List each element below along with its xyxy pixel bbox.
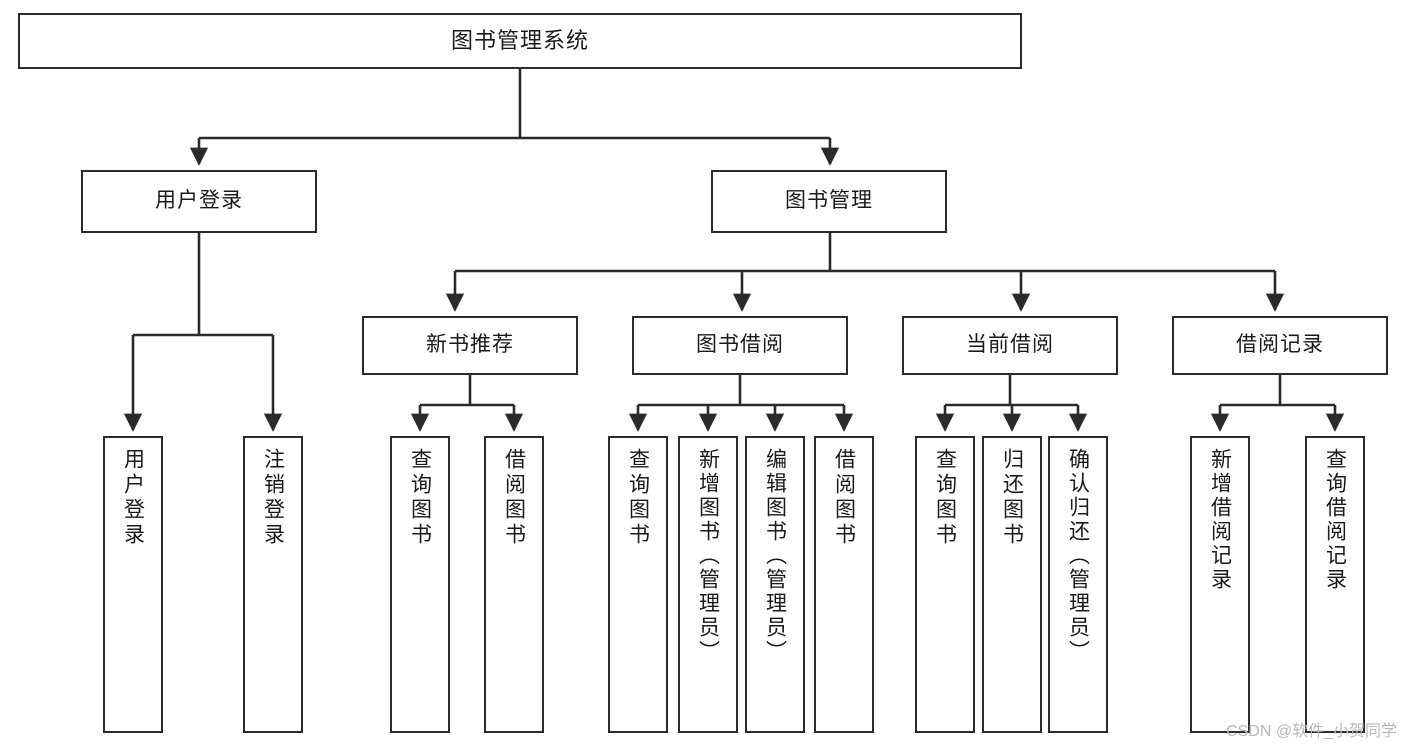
leaf-confirm-return-admin-label: 确认归还（管理员） — [1066, 448, 1090, 664]
leaf-query-books-current[interactable]: 查询图书 — [915, 436, 975, 733]
leaf-logout[interactable]: 注销登录 — [243, 436, 303, 733]
leaf-query-books-current-label: 查询图书 — [933, 448, 957, 548]
node-book-borrow-label: 图书借阅 — [696, 333, 784, 357]
leaf-borrow-books-recommend-label: 借阅图书 — [502, 448, 526, 548]
leaf-query-borrow-record[interactable]: 查询借阅记录 — [1305, 436, 1365, 733]
node-book-borrow[interactable]: 图书借阅 — [632, 316, 848, 375]
leaf-logout-label: 注销登录 — [261, 448, 285, 548]
leaf-query-books-borrow-label: 查询图书 — [626, 448, 650, 548]
leaf-edit-book-admin-label: 编辑图书（管理员） — [763, 448, 787, 664]
node-new-book-recommend-label: 新书推荐 — [426, 333, 514, 357]
leaf-edit-book-admin[interactable]: 编辑图书（管理员） — [745, 436, 805, 733]
leaf-user-login[interactable]: 用户登录 — [103, 436, 163, 733]
node-book-management-label: 图书管理 — [785, 189, 873, 213]
node-new-book-recommend[interactable]: 新书推荐 — [362, 316, 578, 375]
node-current-borrow[interactable]: 当前借阅 — [902, 316, 1118, 375]
leaf-borrow-book-label: 借阅图书 — [832, 448, 856, 548]
leaf-query-books-borrow[interactable]: 查询图书 — [608, 436, 668, 733]
leaf-add-book-admin-label: 新增图书（管理员） — [696, 448, 720, 664]
leaf-return-book[interactable]: 归还图书 — [982, 436, 1042, 733]
leaf-add-borrow-record-label: 新增借阅记录 — [1208, 448, 1232, 592]
leaf-query-borrow-record-label: 查询借阅记录 — [1323, 448, 1347, 592]
node-borrow-record-label: 借阅记录 — [1236, 333, 1324, 357]
leaf-borrow-books-recommend[interactable]: 借阅图书 — [484, 436, 544, 733]
node-book-management[interactable]: 图书管理 — [711, 170, 947, 233]
node-root-label: 图书管理系统 — [450, 28, 589, 54]
node-root[interactable]: 图书管理系统 — [18, 13, 1022, 69]
watermark-text: CSDN @软件_小贺同学 — [1226, 723, 1397, 740]
leaf-add-borrow-record[interactable]: 新增借阅记录 — [1190, 436, 1250, 733]
leaf-query-books-recommend[interactable]: 查询图书 — [390, 436, 450, 733]
leaf-return-book-label: 归还图书 — [1000, 448, 1024, 548]
leaf-confirm-return-admin[interactable]: 确认归还（管理员） — [1048, 436, 1108, 733]
leaf-query-books-recommend-label: 查询图书 — [408, 448, 432, 548]
node-current-borrow-label: 当前借阅 — [966, 333, 1054, 357]
node-user-login-label: 用户登录 — [155, 189, 243, 213]
node-borrow-record[interactable]: 借阅记录 — [1172, 316, 1388, 375]
leaf-borrow-book[interactable]: 借阅图书 — [814, 436, 874, 733]
leaf-add-book-admin[interactable]: 新增图书（管理员） — [678, 436, 738, 733]
node-user-login[interactable]: 用户登录 — [81, 170, 317, 233]
leaf-user-login-label: 用户登录 — [121, 448, 145, 548]
